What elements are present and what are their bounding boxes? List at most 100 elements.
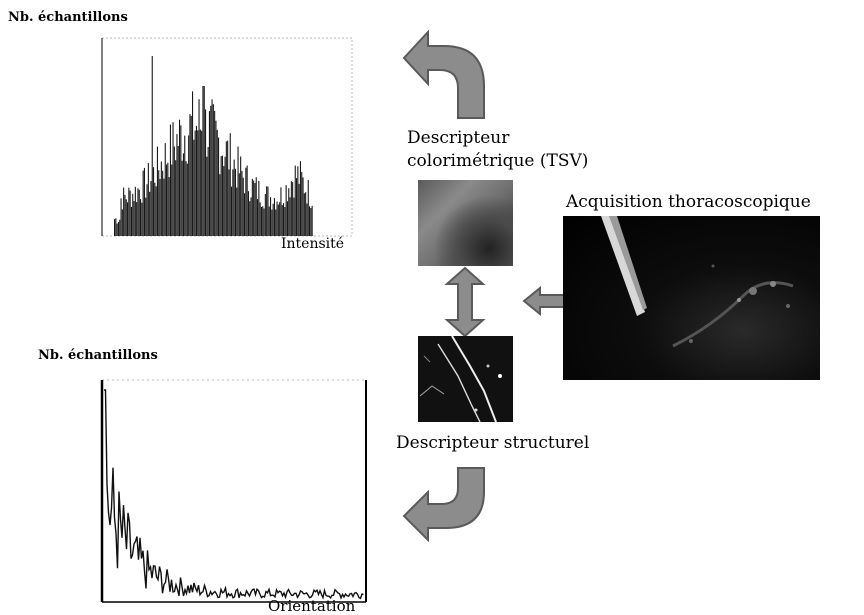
intensity-bar xyxy=(116,223,118,236)
intensity-bar xyxy=(205,109,207,236)
intensity-bar xyxy=(153,167,155,236)
acquisition-label: Acquisition thoracoscopique xyxy=(566,192,811,212)
intensity-bar xyxy=(303,193,305,236)
structure-image xyxy=(418,336,513,422)
intensity-bar xyxy=(168,177,170,236)
intensity-bar xyxy=(172,122,174,236)
intensity-bar xyxy=(249,201,251,236)
intensity-bar xyxy=(219,174,221,236)
intensity-bar xyxy=(140,199,142,236)
intensity-bar xyxy=(180,125,182,236)
intensity-bar xyxy=(221,155,223,236)
intensity-bar xyxy=(270,197,272,236)
orientation-curve xyxy=(104,389,364,600)
orientation-histogram xyxy=(98,376,370,608)
intensity-bar xyxy=(297,166,299,236)
structural-descriptor-label: Descripteur structurel xyxy=(396,433,590,453)
intensity-bar xyxy=(229,133,231,236)
intensity-bar xyxy=(215,120,217,236)
intensity-bar xyxy=(133,201,135,236)
intensity-bar xyxy=(232,169,234,236)
intensity-bar xyxy=(143,167,145,236)
intensity-bar xyxy=(240,156,242,236)
intensity-bar xyxy=(145,197,147,236)
intensity-bar xyxy=(262,206,264,236)
intensity-bar xyxy=(234,168,236,236)
intensity-bar xyxy=(276,201,278,236)
intensity-bar xyxy=(190,115,192,236)
intensity-bar xyxy=(292,182,294,236)
intensity-bar xyxy=(305,192,307,236)
intensity-bar xyxy=(260,207,262,236)
intensity-bar xyxy=(271,209,273,236)
intensity-bar xyxy=(179,119,181,236)
curved-arrow-up-left-icon xyxy=(402,30,485,119)
intensity-bar xyxy=(306,203,308,236)
intensity-histogram xyxy=(100,36,370,254)
intensity-bar xyxy=(162,170,164,236)
intensity-bar xyxy=(223,166,225,236)
intensity-bar xyxy=(120,198,122,236)
intensity-bar xyxy=(264,194,266,236)
top-histogram-xlabel: Intensité xyxy=(281,236,345,252)
intensity-bar xyxy=(132,193,134,236)
intensity-bar xyxy=(154,182,156,236)
intensity-bar xyxy=(195,125,197,236)
intensity-bar xyxy=(281,205,283,236)
intensity-bar xyxy=(225,141,227,236)
intensity-bar xyxy=(268,206,270,236)
intensity-bar xyxy=(155,186,157,236)
color-patch-image xyxy=(418,180,513,266)
intensity-bar xyxy=(202,86,204,236)
intensity-bar xyxy=(299,161,301,236)
intensity-bar xyxy=(151,56,153,236)
color-descriptor-label-line1: Descripteur xyxy=(407,128,510,148)
intensity-bar xyxy=(163,178,165,236)
intensity-bar xyxy=(311,205,313,236)
intensity-bar xyxy=(241,170,243,236)
intensity-bar xyxy=(160,161,162,236)
intensity-bar xyxy=(238,173,240,236)
intensity-bar xyxy=(128,187,130,236)
intensity-bar xyxy=(259,202,261,236)
intensity-bar xyxy=(309,206,311,236)
intensity-bar xyxy=(247,191,249,236)
intensity-bar xyxy=(138,189,140,236)
intensity-bar xyxy=(201,130,203,236)
acquisition-scene xyxy=(601,216,794,348)
intensity-bar xyxy=(127,202,129,236)
intensity-bar xyxy=(289,197,291,236)
intensity-bar xyxy=(293,197,295,236)
intensity-bar xyxy=(136,202,138,236)
intensity-bar xyxy=(310,208,312,236)
intensity-bar xyxy=(285,185,287,236)
intensity-bar xyxy=(197,130,199,236)
intensity-bar xyxy=(137,188,139,236)
intensity-bar xyxy=(114,219,116,236)
intensity-bar xyxy=(125,199,127,236)
intensity-bar xyxy=(214,110,216,236)
intensity-bar xyxy=(146,184,148,236)
intensity-bar xyxy=(203,86,205,236)
intensity-bar xyxy=(242,177,244,236)
intensity-bar xyxy=(302,177,304,236)
intensity-bar xyxy=(290,181,292,236)
intensity-bar xyxy=(211,99,213,237)
intensity-bar xyxy=(123,187,125,236)
intensity-bar xyxy=(194,130,196,236)
intensity-bar xyxy=(150,181,152,236)
intensity-bar xyxy=(181,160,183,236)
intensity-bar xyxy=(124,194,126,236)
intensity-bar xyxy=(188,135,190,236)
intensity-bar xyxy=(182,153,184,236)
intensity-bar xyxy=(294,165,296,236)
intensity-bar xyxy=(171,164,173,236)
intensity-bar xyxy=(184,135,186,236)
intensity-bar xyxy=(117,222,119,236)
intensity-bar xyxy=(263,208,265,236)
intensity-bar xyxy=(245,167,247,236)
intensity-bar xyxy=(258,180,260,236)
intensity-bar xyxy=(280,187,282,236)
intensity-bar xyxy=(286,201,288,236)
intensity-bar xyxy=(279,202,281,236)
